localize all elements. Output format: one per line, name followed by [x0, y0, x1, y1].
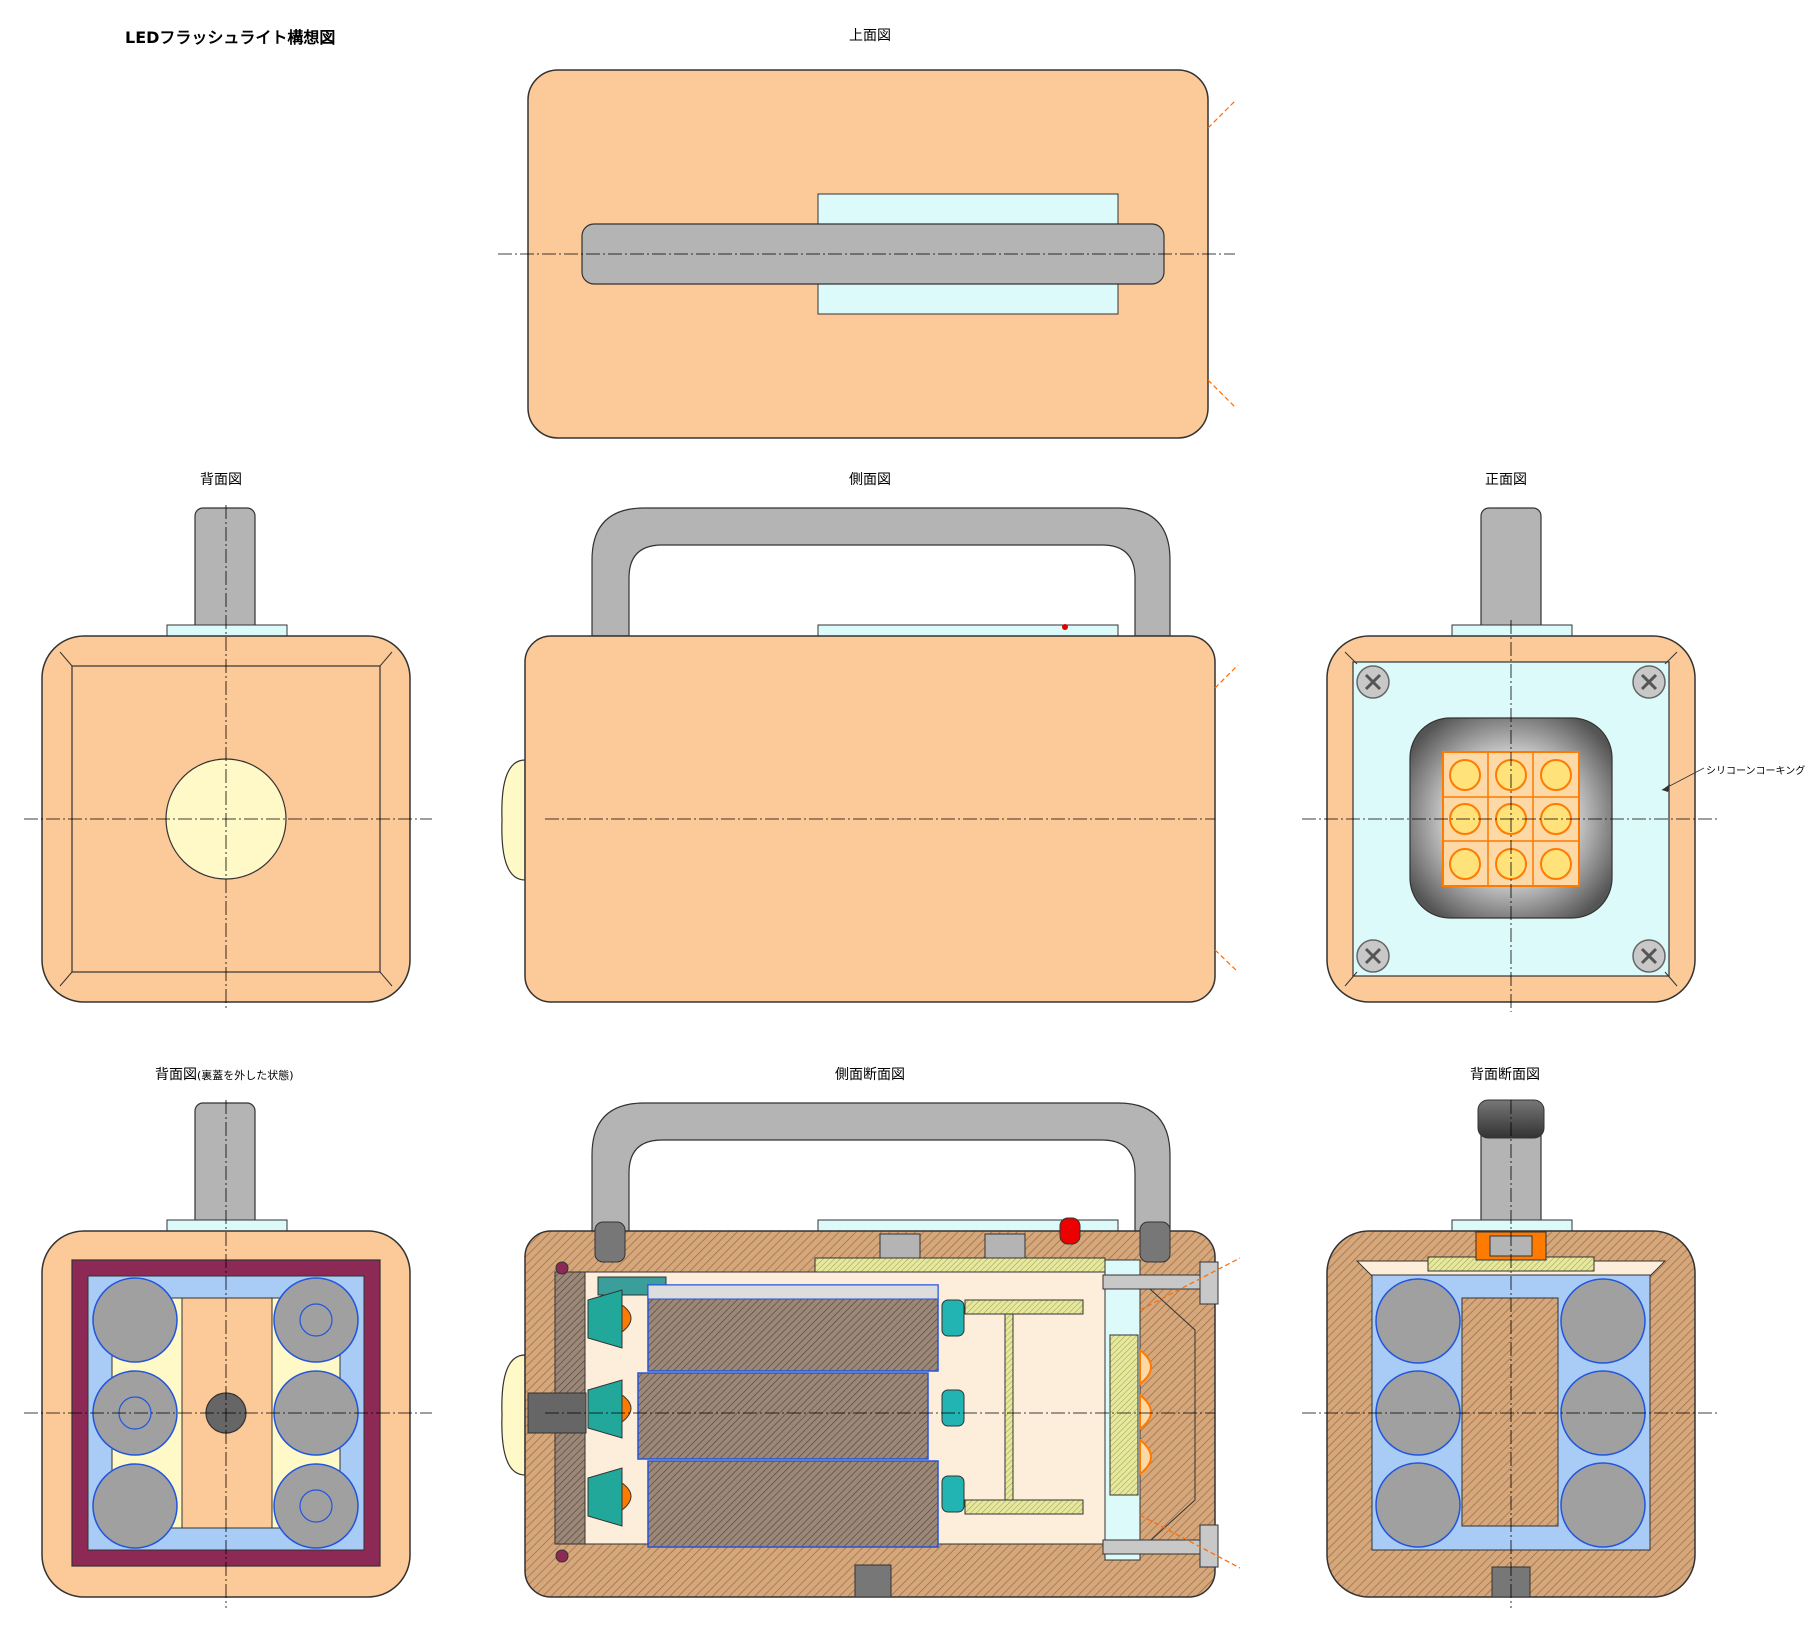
connector-section	[941, 1299, 965, 1513]
front-view	[1302, 507, 1720, 1012]
led	[1449, 759, 1481, 791]
top-view	[498, 69, 1237, 439]
back-open-view	[24, 1100, 432, 1608]
drawing-title: LEDフラッシュライト構想図	[125, 28, 336, 47]
led	[1540, 759, 1572, 791]
battery-section	[637, 1284, 939, 1548]
side-section-view	[501, 1102, 1241, 1598]
view-label-back-open: 背面図(裏蓋を外した状態)	[155, 1064, 294, 1084]
led	[1449, 848, 1481, 880]
back-handle	[194, 507, 256, 639]
view-label-back: 背面図	[200, 472, 242, 488]
side-view	[501, 507, 1239, 1003]
back-section-view	[1302, 1099, 1720, 1608]
view-label-top: 上面図	[849, 28, 891, 44]
side-handle	[591, 507, 1171, 637]
view-label-side: 側面図	[849, 472, 891, 488]
view-label-front: 正面図	[1485, 472, 1527, 488]
view-label-side-section: 側面断面図	[835, 1067, 905, 1083]
annotation-silicone: シリコーンコーキング	[1706, 766, 1806, 777]
view-label-back-open-main: 背面図	[155, 1067, 197, 1083]
led	[1540, 848, 1572, 880]
side-cap	[501, 759, 526, 881]
view-label-back-open-note: (裏蓋を外した状態)	[197, 1069, 294, 1082]
indicator-led	[1059, 1217, 1081, 1245]
view-label-back-section: 背面断面図	[1470, 1067, 1540, 1083]
back-view	[24, 505, 432, 1008]
